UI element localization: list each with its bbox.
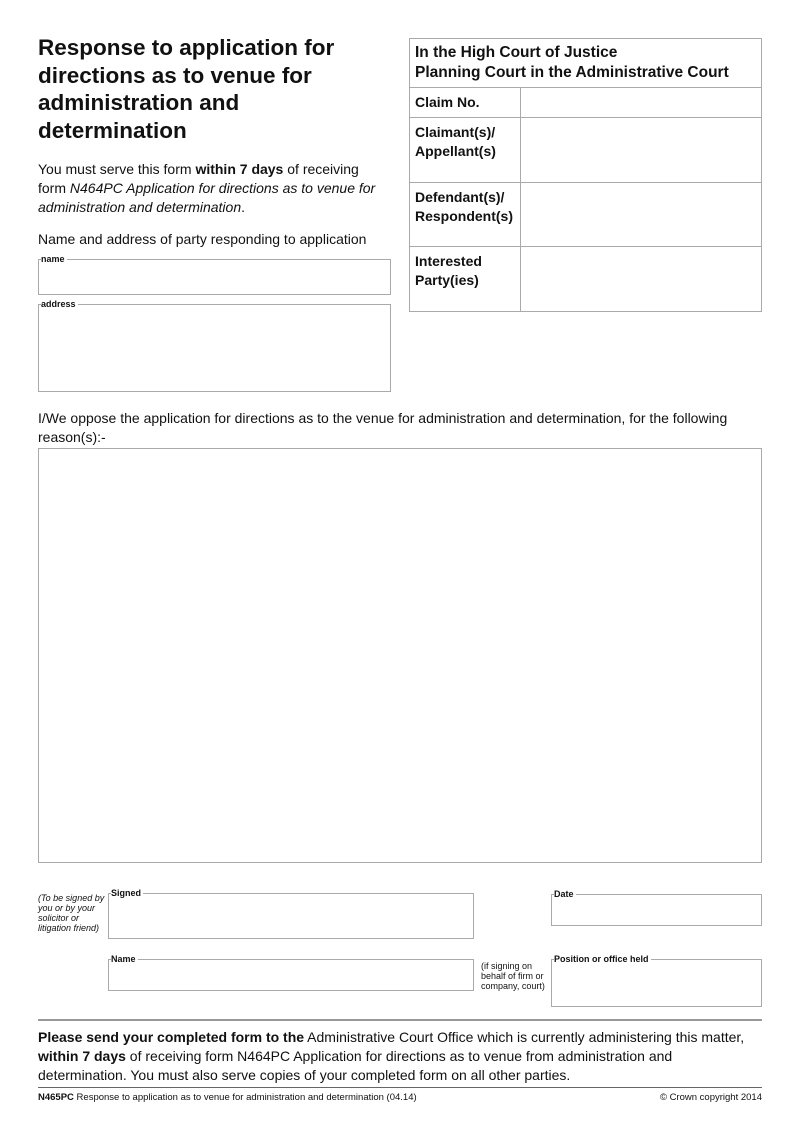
position-field[interactable]: Position or office held [551, 954, 762, 1007]
signing-note: (To be signed by you or by your solicito… [38, 893, 105, 933]
address-field[interactable]: address [38, 299, 391, 392]
oppose-text: I/We oppose the application for directio… [38, 410, 728, 445]
send-instructions: Please send your completed form to the A… [38, 1029, 745, 1083]
footer-form-info: N465PC Response to application as to ven… [38, 1092, 417, 1103]
name-field[interactable]: name [38, 254, 391, 295]
interested-party-label: Interested Party(ies) [409, 246, 521, 312]
page-title: Response to application for directions a… [38, 35, 335, 143]
date-field[interactable]: Date [551, 889, 762, 926]
defendant-label: Defendant(s)/ Respondent(s) [409, 182, 521, 247]
divider [38, 1087, 762, 1088]
signed-field[interactable]: Signed [108, 888, 474, 939]
signed-label: Signed [111, 888, 144, 898]
position-label: Position or office held [554, 954, 651, 964]
interested-party-field[interactable] [520, 246, 762, 312]
signatory-name-field[interactable]: Name [108, 954, 474, 991]
party-heading: Name and address of party responding to … [38, 231, 367, 247]
address-label: address [41, 299, 78, 309]
divider [38, 1019, 762, 1021]
claim-no-label: Claim No. [409, 87, 521, 118]
intro-text: You must serve this form within 7 days o… [38, 161, 376, 215]
date-label: Date [554, 889, 576, 899]
claim-no-field[interactable] [520, 87, 762, 118]
behalf-note: (if signing on behalf of firm or company… [481, 961, 545, 991]
claimant-field[interactable] [520, 117, 762, 183]
reasons-field[interactable] [38, 448, 762, 863]
defendant-field[interactable] [520, 182, 762, 247]
signatory-name-label: Name [111, 954, 138, 964]
claimant-label: Claimant(s)/ Appellant(s) [409, 117, 521, 183]
footer-copyright: © Crown copyright 2014 [659, 1092, 762, 1103]
name-label: name [41, 254, 67, 264]
